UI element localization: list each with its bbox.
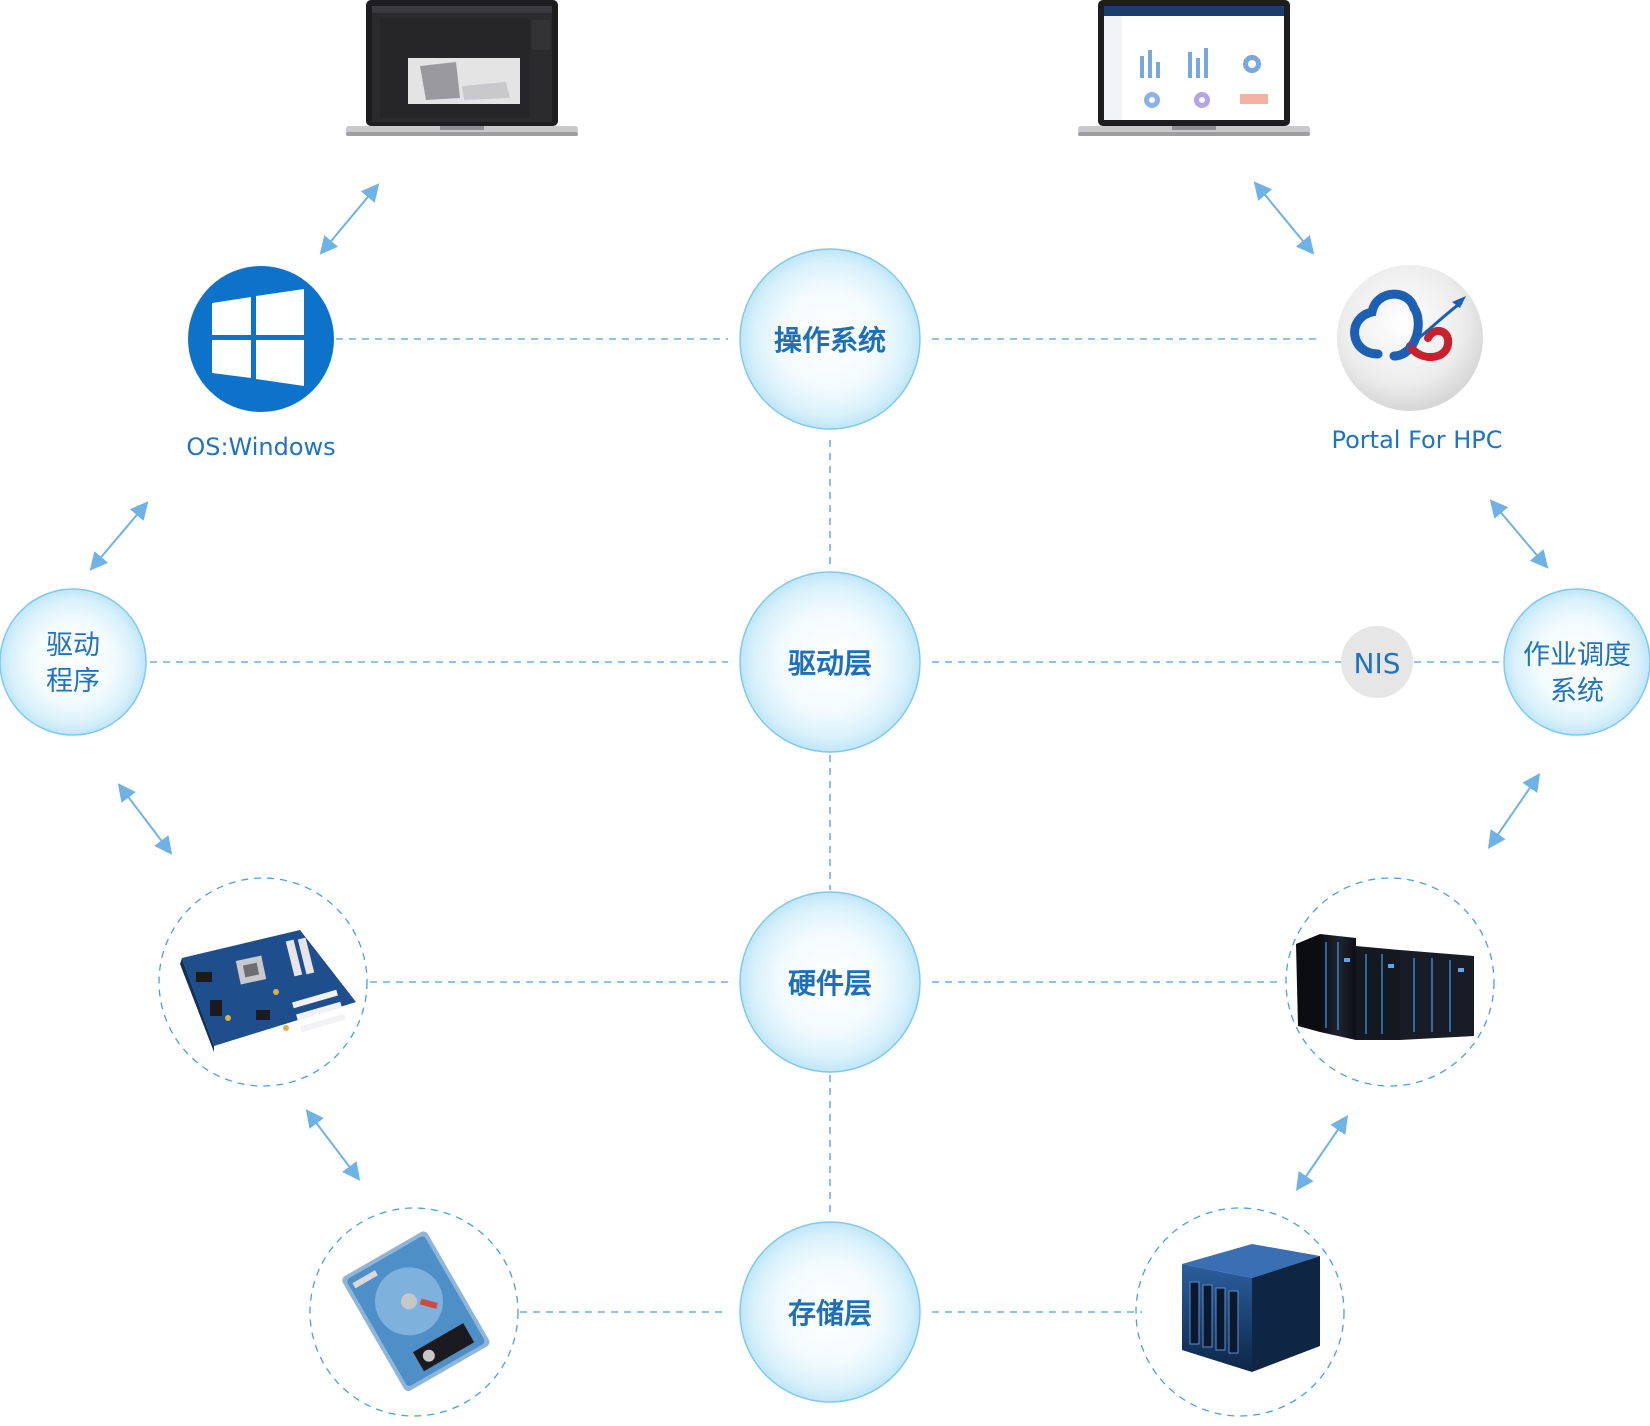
arrow-portal-scheduler xyxy=(1489,499,1549,569)
hdd-dashed-ring xyxy=(309,1207,519,1417)
motherboard-node xyxy=(158,877,368,1087)
motherboard-dashed-ring xyxy=(158,877,368,1087)
windows-logo-icon xyxy=(188,266,334,412)
layer-driver-label: 驱动层 xyxy=(788,647,872,680)
windows-node: OS:Windows xyxy=(186,266,336,461)
driver-program-line1: 驱动 xyxy=(46,630,100,661)
hdd-node xyxy=(309,1207,519,1417)
driver-program-bubble xyxy=(0,588,147,736)
layer-hardware: 硬件层 xyxy=(739,891,921,1073)
layer-os-label: 操作系统 xyxy=(774,324,886,357)
layer-hardware-label: 硬件层 xyxy=(788,967,872,1000)
layer-storage-label: 存储层 xyxy=(788,1297,872,1330)
laptop-dashboard-icon xyxy=(1078,0,1310,136)
portal-hpc-logo-icon xyxy=(1337,265,1483,411)
scheduler-bubble xyxy=(1503,588,1650,736)
nas-storage-icon xyxy=(1182,1244,1320,1372)
arrows xyxy=(89,181,1549,1191)
laptop-photo-editor-icon xyxy=(346,0,578,136)
scheduler-line1: 作业调度 xyxy=(1523,640,1631,671)
arrow-scheduler-server xyxy=(1487,773,1541,849)
server-rack-icon xyxy=(1296,934,1474,1040)
nas-node xyxy=(1135,1207,1345,1417)
layer-driver: 驱动层 xyxy=(739,571,921,753)
server-dashed-ring xyxy=(1285,877,1495,1087)
scheduler-line2: 系统 xyxy=(1550,676,1604,707)
layer-hardware-bubble xyxy=(739,891,921,1073)
layer-storage: 存储层 xyxy=(739,1221,921,1403)
driver-program-node: 驱动 程序 xyxy=(0,588,147,736)
arrow-laptop-portal xyxy=(1253,181,1315,255)
server-node xyxy=(1285,877,1495,1087)
layer-os-bubble xyxy=(739,248,921,430)
nis-label: NIS xyxy=(1354,647,1401,680)
hard-disk-icon xyxy=(342,1231,490,1392)
arrow-driverprog-motherboard xyxy=(117,783,173,855)
portal-node: Portal For HPC xyxy=(1332,265,1503,454)
scheduler-node: 作业调度 系统 xyxy=(1503,588,1650,736)
nis-bubble xyxy=(1341,626,1413,698)
nis-node: NIS xyxy=(1341,626,1413,698)
portal-caption: Portal For HPC xyxy=(1332,426,1503,454)
arrow-laptop-windows xyxy=(319,183,380,255)
layer-os: 操作系统 xyxy=(739,248,921,430)
arrow-server-nas xyxy=(1295,1115,1349,1191)
layer-storage-bubble xyxy=(739,1221,921,1403)
nas-dashed-ring xyxy=(1135,1207,1345,1417)
motherboard-icon xyxy=(180,930,356,1052)
arrow-motherboard-hdd xyxy=(305,1109,361,1181)
arrow-windows-driverprog xyxy=(89,501,149,571)
layer-driver-bubble xyxy=(739,571,921,753)
driver-program-line2: 程序 xyxy=(46,666,100,697)
windows-caption: OS:Windows xyxy=(186,433,335,461)
connector-lines xyxy=(150,338,1502,1313)
